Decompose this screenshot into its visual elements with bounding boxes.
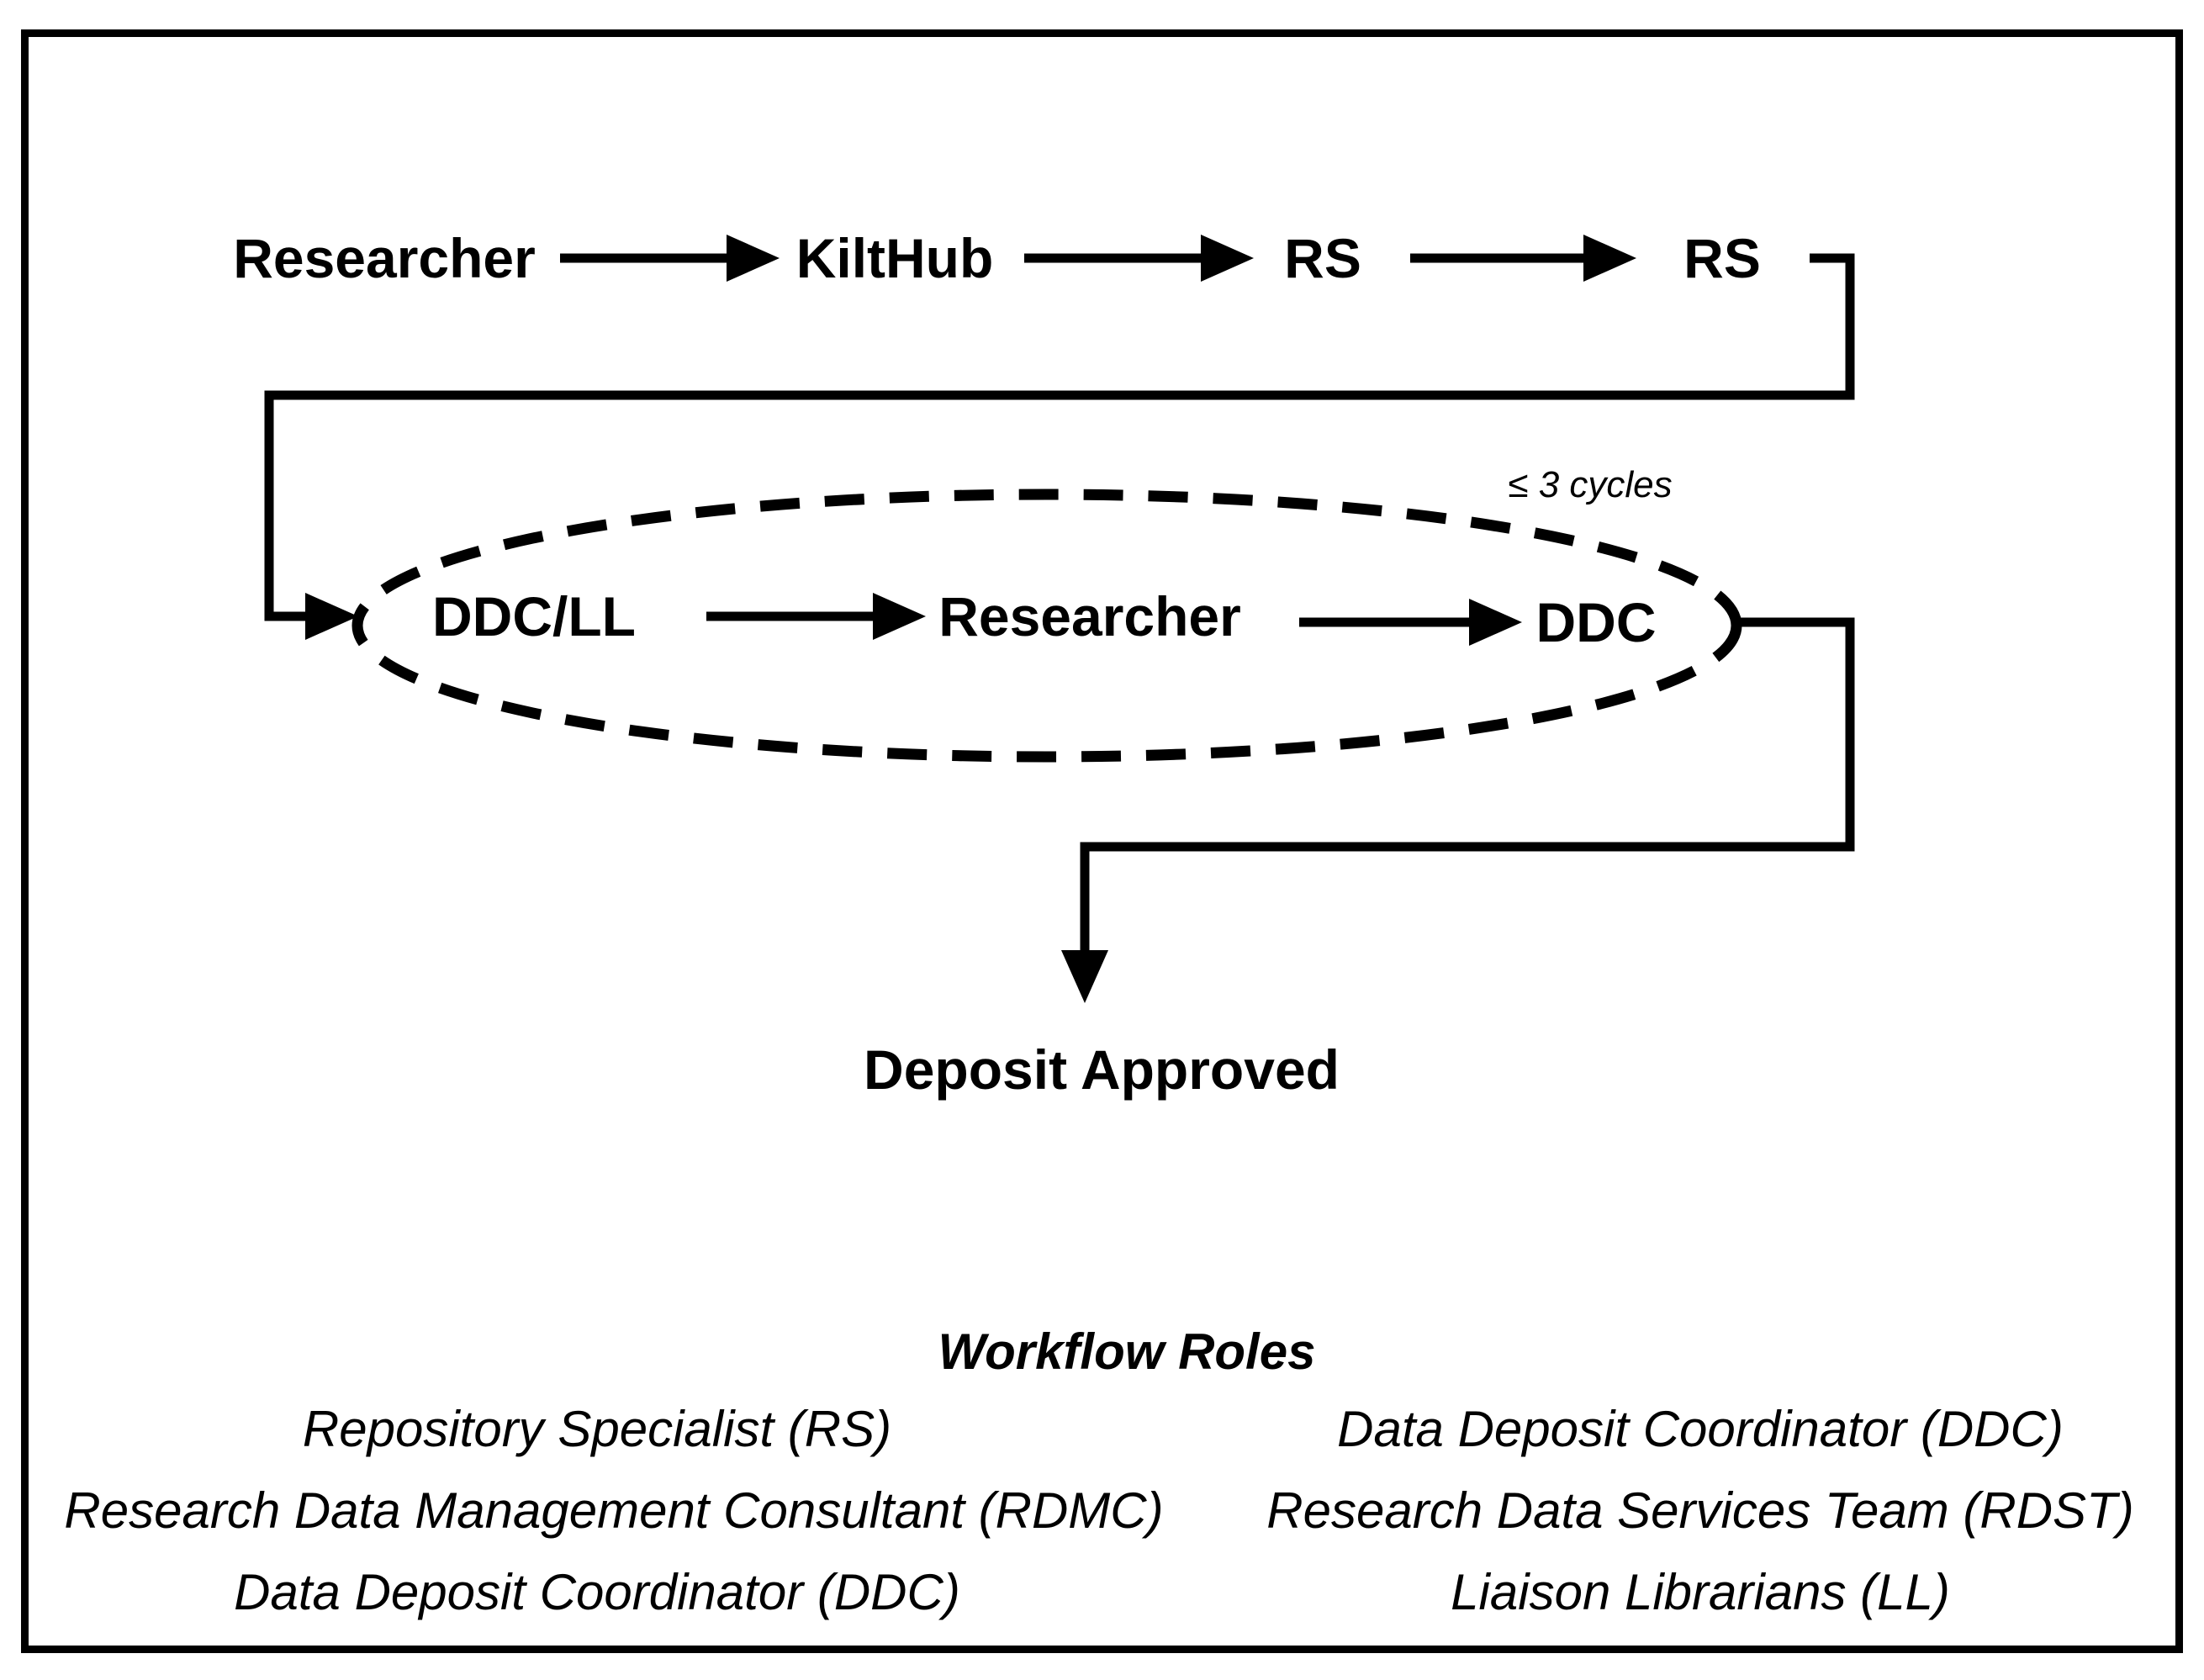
arrowhead-researcher-kilthub xyxy=(727,235,780,282)
legend-title: Workflow Roles xyxy=(938,1323,1316,1380)
rs-to-loop-connector xyxy=(264,253,1855,621)
diagram-border xyxy=(21,29,2183,1653)
deposit-approved-label: Deposit Approved xyxy=(864,1038,1340,1101)
legend-item-data-deposit-coordinator-right: Data Deposit Coordinator (DDC) xyxy=(1337,1401,2064,1457)
arrowhead-rs-rs xyxy=(1583,235,1636,282)
legend-item-liaison-librarians: Liaison Librarians (LL) xyxy=(1451,1564,1950,1620)
arrowhead-kilthub-rs xyxy=(1201,235,1254,282)
node-kilthub: KiltHub xyxy=(795,227,994,289)
arrowhead-ddcll-researcher xyxy=(873,593,926,640)
loop-to-deposit-connector xyxy=(1080,617,1855,952)
review-loop-ellipse xyxy=(351,489,1742,763)
legend-item-data-deposit-coordinator-left: Data Deposit Coordinator (DDC) xyxy=(234,1564,960,1620)
node-researcher-2: Researcher xyxy=(938,585,1241,647)
node-ddc: DDC xyxy=(1535,591,1657,653)
node-rs-1: RS xyxy=(1284,227,1361,289)
legend-item-repository-specialist: Repository Specialist (RS) xyxy=(302,1401,892,1457)
node-rs-2: RS xyxy=(1683,227,1761,289)
node-ddc-ll: DDC/LL xyxy=(432,585,636,647)
arrowhead-researcher-ddc xyxy=(1469,599,1522,646)
cycles-annotation: ≤ 3 cycles xyxy=(1508,464,1673,505)
arrowhead-loop-entry xyxy=(305,593,358,640)
legend-item-research-data-management-consultant: Research Data Management Consultant (RDM… xyxy=(64,1482,1164,1539)
legend-item-research-data-services-team: Research Data Services Team (RDST) xyxy=(1266,1482,2134,1539)
arrowhead-deposit-approved xyxy=(1061,950,1108,1003)
node-researcher-1: Researcher xyxy=(233,227,536,289)
